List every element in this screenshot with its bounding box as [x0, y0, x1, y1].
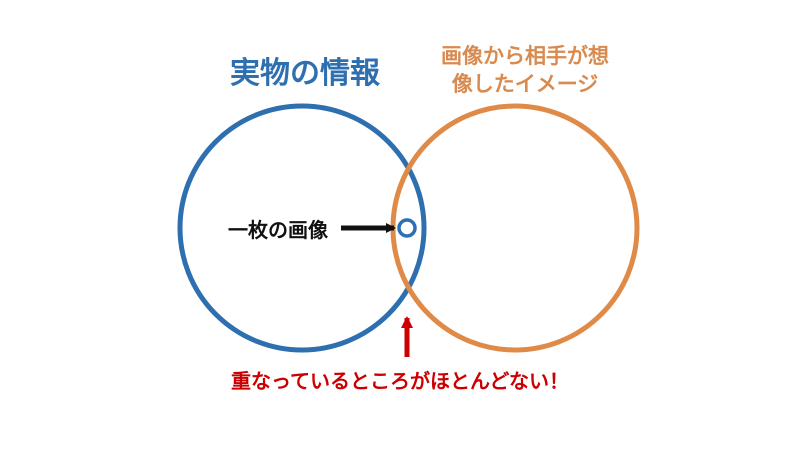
imagined-image-circle [390, 103, 640, 353]
single-image-marker [397, 218, 417, 238]
imagined-image-label-line2: 像したイメージ [451, 72, 599, 96]
conclusion-label: 重なっているところがほとんどない！ [231, 369, 569, 393]
real-info-label: 実物の情報 [230, 56, 380, 91]
real-info-circle [177, 103, 427, 353]
imagined-image-label-line1: 画像から相手が想 [441, 44, 609, 68]
single-image-label: 一枚の画像 [228, 218, 328, 242]
